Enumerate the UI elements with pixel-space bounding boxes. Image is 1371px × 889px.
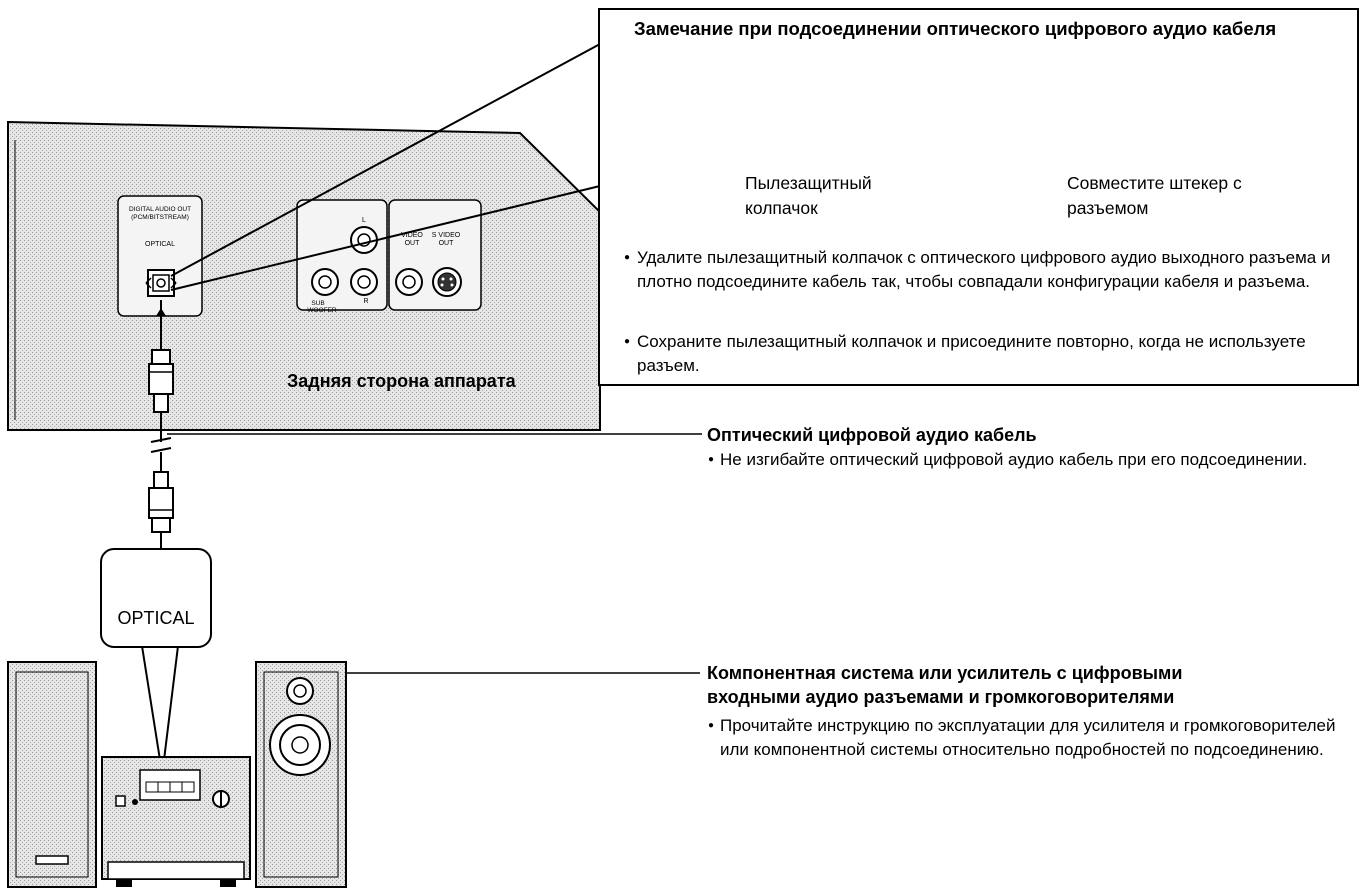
dust-cap-label: Пылезащитный колпачок bbox=[745, 173, 872, 218]
speaker-left-icon bbox=[7, 661, 97, 888]
optical-input-label: OPTICAL bbox=[117, 608, 195, 628]
callout-wedge bbox=[170, 43, 601, 291]
amplifier-icon bbox=[101, 756, 251, 887]
svg-text:(PCM/BITSTREAM): (PCM/BITSTREAM) bbox=[131, 214, 189, 221]
optical-plug-icon bbox=[148, 349, 174, 413]
svg-text:WOOFER: WOOFER bbox=[307, 307, 337, 314]
optical-plug-icon bbox=[148, 471, 174, 533]
audio-out-jacks bbox=[311, 226, 378, 296]
svg-text:VIDEO: VIDEO bbox=[401, 232, 423, 239]
svg-text:SUB: SUB bbox=[311, 300, 324, 307]
bubble-wedge bbox=[141, 645, 179, 761]
optical-input-bubble bbox=[100, 548, 212, 648]
panel-label-digital-out: DIGITAL AUDIO OUT bbox=[129, 206, 191, 213]
optical-cable bbox=[148, 300, 174, 576]
rear-side-label: Задняя сторона аппарата bbox=[287, 371, 516, 391]
cable-bullet: Не изгибайте оптический цифровой аудио к… bbox=[708, 448, 1340, 472]
system-title: Компонентная система или усилитель с циф… bbox=[707, 663, 1183, 707]
svg-text:R: R bbox=[363, 298, 368, 305]
optical-jack-icon bbox=[145, 269, 177, 297]
svg-text:OUT: OUT bbox=[439, 240, 455, 247]
note-title: Замечание при подсоединении оптического … bbox=[634, 18, 1277, 39]
align-plug-label: Совместите штекер с разъемом bbox=[1067, 173, 1242, 218]
svg-text:S VIDEO: S VIDEO bbox=[432, 232, 461, 239]
panel-label-optical: OPTICAL bbox=[145, 241, 175, 248]
system-bullet: Прочитайте инструкцию по эксплуатации дл… bbox=[708, 714, 1350, 762]
svg-text:L: L bbox=[362, 217, 366, 224]
speaker-right-icon bbox=[255, 661, 347, 888]
note-bullet: Удалите пылезащитный колпачок с оптическ… bbox=[624, 246, 1332, 294]
video-jacks bbox=[395, 267, 462, 297]
svg-text:OUT: OUT bbox=[405, 240, 421, 247]
arrow-up-icon bbox=[156, 308, 166, 316]
note-callout-box bbox=[598, 8, 1359, 386]
note-bullet: Сохраните пылезащитный колпачок и присое… bbox=[624, 330, 1332, 378]
cable-title: Оптический цифровой аудио кабель bbox=[707, 425, 1037, 445]
